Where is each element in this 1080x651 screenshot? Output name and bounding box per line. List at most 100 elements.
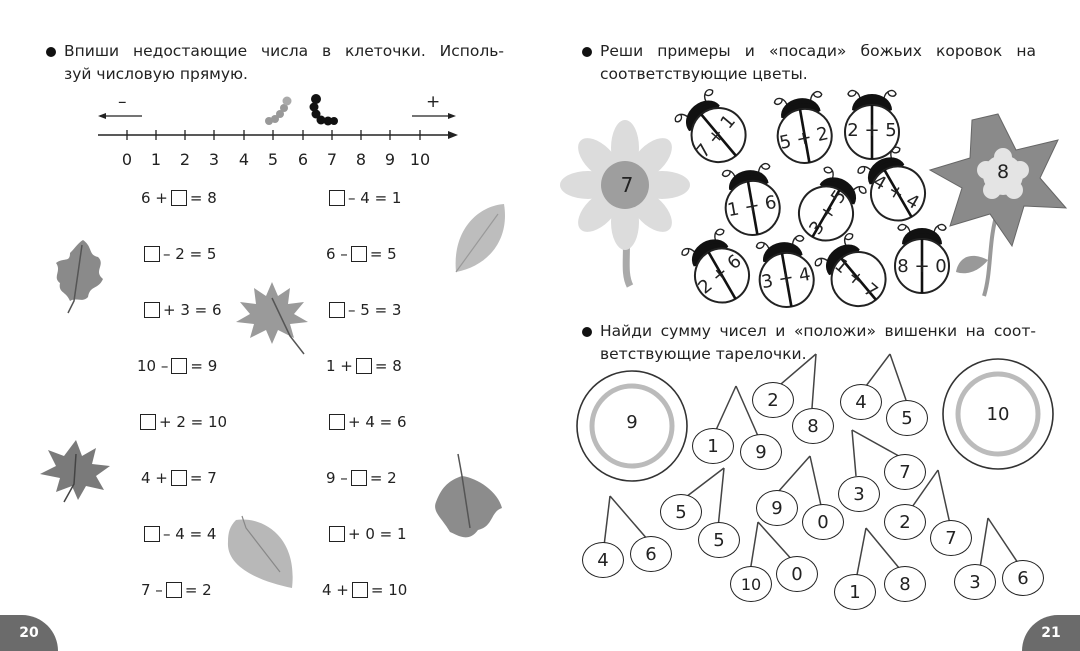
answer-box[interactable] (350, 246, 367, 262)
cherry[interactable]: 5 (886, 400, 928, 436)
equation-left-4: 10 –= 9 (137, 357, 218, 375)
answer-box[interactable] (165, 582, 182, 598)
equation-left-3: + 3 = 6 (141, 300, 222, 320)
answer-box[interactable] (329, 190, 345, 206)
equation-right-5: + 4 = 6 (326, 412, 407, 432)
equation-right-4: 1 += 8 (326, 357, 402, 375)
answer-box[interactable] (170, 190, 187, 206)
answer-box[interactable] (170, 470, 187, 486)
answer-box[interactable] (144, 526, 160, 542)
cherry[interactable]: 1 (834, 574, 876, 610)
cherry[interactable]: 8 (792, 408, 834, 444)
equation-right-1: – 4 = 1 (326, 188, 401, 208)
bullet-icon (582, 327, 592, 337)
flower-number-right: 8 (996, 161, 1010, 183)
cherry[interactable]: 8 (884, 566, 926, 602)
oak-leaf-icon (56, 240, 103, 314)
answer-box[interactable] (355, 358, 372, 374)
plus-sign: + (426, 92, 441, 112)
equation-left-7: – 4 = 4 (141, 524, 216, 544)
cherry[interactable]: 9 (756, 490, 798, 526)
birch-leaf-icon (227, 515, 293, 588)
bullet-icon (46, 47, 56, 57)
cherry[interactable]: 4 (582, 542, 624, 578)
task-1-line-2: зуй числовую прямую. (64, 65, 248, 83)
task-2-instructions: Реши примеры и «посади» божьих коровок н… (582, 40, 1036, 86)
answer-box[interactable] (329, 414, 345, 430)
equation-right-3: – 5 = 3 (326, 300, 401, 320)
plate-number-right: 10 (986, 404, 1010, 425)
equation-right-6: 9 –= 2 (326, 469, 397, 487)
task-3-line-2: ветствующие тарелочки. (600, 345, 807, 363)
answer-box[interactable] (350, 470, 367, 486)
cherry[interactable]: 6 (1002, 560, 1044, 596)
cherry[interactable]: 1 (692, 428, 734, 464)
minus-sign: – (118, 92, 127, 112)
maple-leaf-dark-icon (40, 440, 110, 503)
cherry[interactable]: 0 (776, 556, 818, 592)
leaf-icon (455, 204, 505, 273)
equation-left-5: + 2 = 10 (137, 412, 227, 432)
task-1-line-1: Впиши недостающие числа в клеточки. Испо… (64, 42, 504, 60)
equation-right-7: + 0 = 1 (326, 524, 407, 544)
cherry[interactable]: 5 (698, 522, 740, 558)
grey-caterpillar-icon (265, 96, 292, 125)
daisy-flower-icon (560, 120, 690, 288)
answer-box[interactable] (329, 302, 345, 318)
equation-right-2: 6 –= 5 (326, 245, 397, 263)
answer-box[interactable] (171, 358, 188, 374)
answer-box[interactable] (144, 246, 160, 262)
maple-leaf-icon (236, 282, 308, 355)
ladybug-expression: 2 + 5 (847, 120, 897, 141)
cherry[interactable]: 4 (840, 384, 882, 420)
cherry[interactable]: 10 (730, 566, 772, 602)
plate-right[interactable] (940, 356, 1056, 472)
plate-number-left: 9 (626, 412, 638, 433)
equation-left-8: 7 –= 2 (141, 581, 212, 599)
black-caterpillar-icon (309, 94, 338, 126)
nl-label: 9 (384, 150, 396, 169)
nl-label: 7 (326, 150, 338, 169)
nl-label: 1 (150, 150, 162, 169)
task-3-line-1: Найди сумму чисел и «положи» вишенки на … (600, 322, 1036, 340)
cherry[interactable]: 7 (884, 454, 926, 490)
cherry[interactable]: 3 (954, 564, 996, 600)
page-number-left: 20 (0, 615, 58, 651)
cherry[interactable]: 5 (660, 494, 702, 530)
page-number-right: 21 (1022, 615, 1080, 651)
task-2-line-1: Реши примеры и «посади» божьих коровок н… (600, 42, 1036, 60)
star-flower-icon (928, 113, 1068, 297)
answer-box[interactable] (140, 414, 156, 430)
task-1-instructions: Впиши недостающие числа в клеточки. Испо… (46, 40, 504, 86)
cherry[interactable]: 6 (630, 536, 672, 572)
nl-label: 5 (267, 150, 279, 169)
nl-label: 8 (355, 150, 367, 169)
nl-label: 2 (179, 150, 191, 169)
answer-box[interactable] (144, 302, 160, 318)
cherry[interactable]: 2 (752, 382, 794, 418)
equation-left-1: 6 += 8 (141, 189, 217, 207)
nl-label: 6 (297, 150, 309, 169)
leaf-grey-icon (435, 453, 502, 538)
plate-left[interactable] (574, 368, 690, 484)
bullet-icon (582, 47, 592, 57)
equation-left-6: 4 += 7 (141, 469, 217, 487)
nl-label: 4 (238, 150, 250, 169)
cherry[interactable]: 2 (884, 504, 926, 540)
nl-label: 10 (409, 150, 431, 169)
nl-label: 3 (208, 150, 220, 169)
nl-label: 0 (121, 150, 133, 169)
answer-box[interactable] (329, 526, 345, 542)
cherry[interactable]: 3 (838, 476, 880, 512)
task-2-line-2: соответствующие цветы. (600, 65, 808, 83)
equation-right-8: 4 += 10 (322, 581, 408, 599)
flower-number-left: 7 (620, 173, 634, 197)
cherry[interactable]: 9 (740, 434, 782, 470)
equation-left-2: – 2 = 5 (141, 244, 216, 264)
task-3-instructions: Найди сумму чисел и «положи» вишенки на … (582, 320, 1036, 366)
answer-box[interactable] (351, 582, 368, 598)
number-line (98, 94, 458, 140)
ladybug-expression: 8 + 0 (897, 256, 947, 277)
cherry[interactable]: 0 (802, 504, 844, 540)
cherry[interactable]: 7 (930, 520, 972, 556)
